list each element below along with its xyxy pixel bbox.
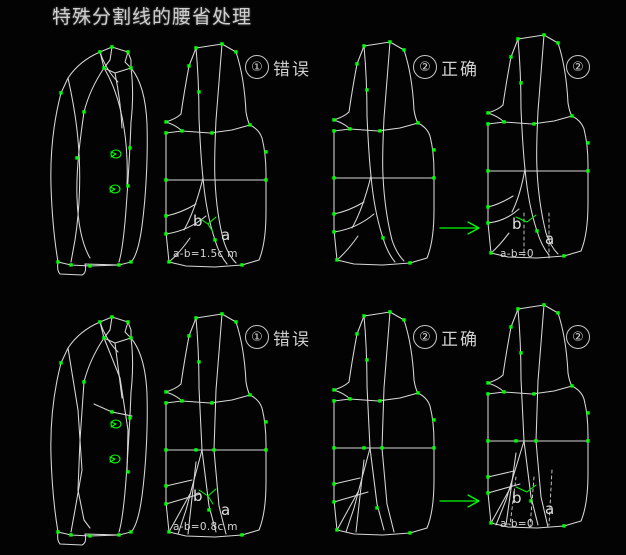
pattern-block-r1p2: [165, 43, 267, 268]
transform-arrow-row1: [439, 221, 480, 235]
pattern-block-r2p4: [487, 304, 589, 529]
measure-r1p4: a-b=0: [500, 248, 534, 260]
page-title: 特殊分割线的腰省处理: [52, 6, 253, 28]
pattern-block-r2p2: [165, 313, 267, 538]
transform-arrow-row2: [439, 494, 480, 508]
letter-b-r1p2: b: [193, 212, 203, 230]
measure-r1p2: a-b=1.5c m: [173, 248, 238, 260]
jacket-sketch-row1: [50, 46, 148, 276]
letter-b-r2p4: b: [512, 489, 522, 507]
label-r2p3: 正确: [441, 330, 479, 350]
marker-r2p3: ②: [413, 325, 437, 349]
letter-b-r2p2: b: [193, 487, 203, 505]
measure-r2p4: a-b=0: [500, 518, 534, 530]
marker-r2p2: ①: [245, 325, 269, 349]
marker-r1p2: ①: [245, 55, 269, 79]
letter-a-r2p4: a: [545, 500, 555, 518]
letter-a-r2p2: a: [221, 501, 231, 519]
marker-r1p4: ②: [566, 55, 590, 79]
letter-a-r1p2: a: [221, 226, 231, 244]
measure-r2p2: a-b=0.8c m: [173, 521, 238, 533]
marker-r2p4: ②: [566, 325, 590, 349]
marker-r1p3: ②: [413, 55, 437, 79]
label-r1p3: 正确: [441, 60, 479, 80]
letter-a-r1p4: a: [545, 230, 555, 248]
pattern-block-r1p4: [487, 34, 589, 259]
letter-b-r1p4: b: [512, 215, 522, 233]
label-r2p2: 错误: [273, 330, 311, 350]
jacket-sketch-row2: [50, 316, 148, 546]
label-r1p2: 错误: [273, 60, 311, 80]
